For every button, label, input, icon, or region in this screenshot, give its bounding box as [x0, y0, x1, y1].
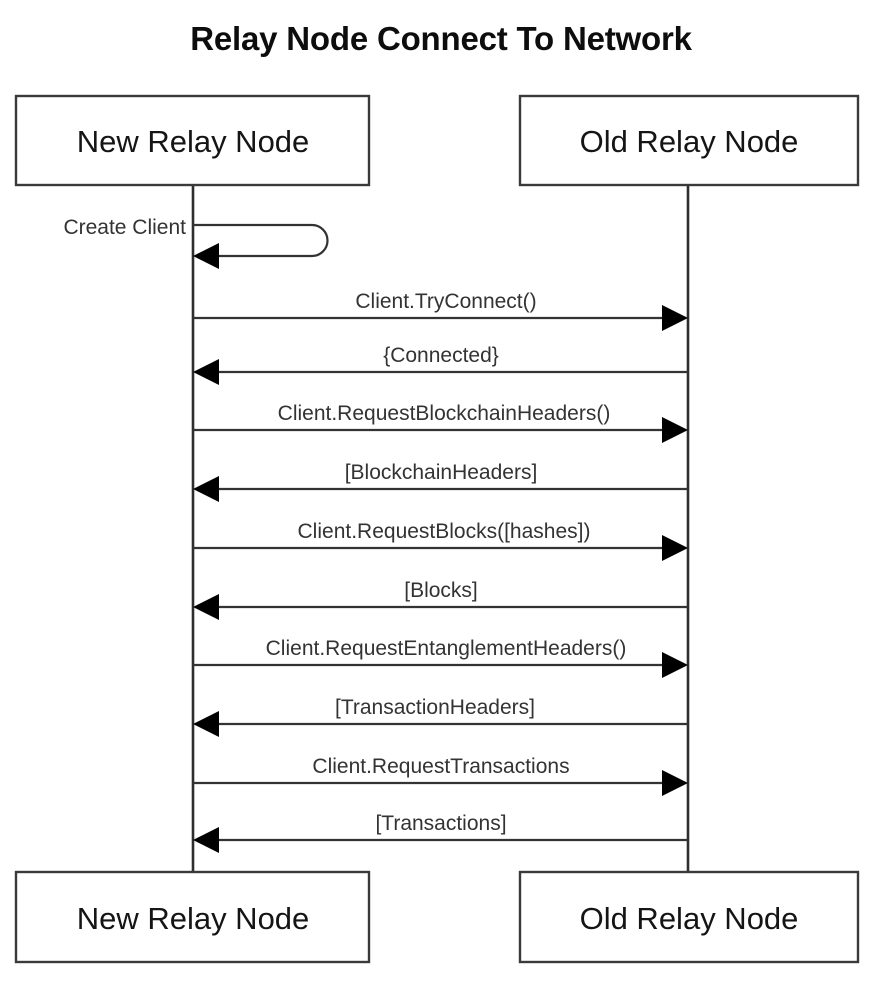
- message-label-client-requestblockchainheaders: Client.RequestBlockchainHeaders(): [278, 402, 611, 425]
- message-client-requesttransactions[interactable]: Client.RequestTransactions: [193, 755, 688, 796]
- message-blocks[interactable]: [Blocks]: [193, 579, 688, 620]
- participant-label-top-old-relay-node: Old Relay Node: [580, 124, 799, 159]
- participant-box-top-old-relay-node[interactable]: [518, 94, 860, 187]
- message-label-client-requesttransactions: Client.RequestTransactions: [312, 755, 569, 778]
- message-label-blockchainheaders: [BlockchainHeaders]: [345, 461, 538, 484]
- message-arrowhead-client-requestentanglementheaders: [662, 652, 688, 678]
- participant-box-bottom-new-relay-node[interactable]: [14, 870, 371, 964]
- diagram-title: Relay Node Connect To Network: [190, 20, 692, 57]
- message-self-loop-path: [193, 223, 329, 258]
- message-arrowhead-connected: [193, 359, 219, 385]
- message-arrowhead-create-client: [193, 243, 219, 269]
- message-connected[interactable]: {Connected}: [193, 344, 688, 385]
- participant-label-bottom-old-relay-node: Old Relay Node: [580, 901, 799, 936]
- participant-footer-old-relay-node[interactable]: Old Relay Node: [518, 870, 860, 964]
- message-arrowhead-transactions: [193, 827, 219, 853]
- message-label-transactions: [Transactions]: [375, 812, 506, 835]
- participant-header-new-relay-node[interactable]: New Relay Node: [14, 94, 371, 187]
- message-blockchainheaders[interactable]: [BlockchainHeaders]: [193, 461, 688, 502]
- participant-header-old-relay-node[interactable]: Old Relay Node: [518, 94, 860, 187]
- message-client-requestentanglementheaders[interactable]: Client.RequestEntanglementHeaders(): [193, 637, 688, 678]
- participant-label-top-new-relay-node: New Relay Node: [77, 124, 310, 159]
- message-label-blocks: [Blocks]: [404, 579, 478, 602]
- participant-label-bottom-new-relay-node: New Relay Node: [77, 901, 310, 936]
- message-label-client-requestentanglementheaders: Client.RequestEntanglementHeaders(): [266, 637, 627, 660]
- message-arrowhead-client-tryconnect: [662, 305, 688, 331]
- message-arrowhead-client-requestblocks: [662, 535, 688, 561]
- message-self-create-client[interactable]: Create Client: [63, 216, 329, 269]
- message-transactionheaders[interactable]: [TransactionHeaders]: [193, 696, 688, 737]
- participant-footer-new-relay-node[interactable]: New Relay Node: [14, 870, 371, 964]
- message-client-requestblockchainheaders[interactable]: Client.RequestBlockchainHeaders(): [193, 402, 688, 443]
- lifelines: [191, 185, 690, 872]
- message-label-client-requestblocks: Client.RequestBlocks([hashes]): [298, 520, 591, 543]
- message-arrowhead-client-requestblockchainheaders: [662, 417, 688, 443]
- message-label-transactionheaders: [TransactionHeaders]: [335, 696, 535, 719]
- message-arrowhead-client-requesttransactions: [662, 770, 688, 796]
- participant-box-bottom-old-relay-node[interactable]: [518, 870, 860, 964]
- message-transactions[interactable]: [Transactions]: [193, 812, 688, 853]
- message-arrowhead-transactionheaders: [193, 711, 219, 737]
- message-label-connected: {Connected}: [383, 344, 499, 367]
- message-client-tryconnect[interactable]: Client.TryConnect(): [193, 290, 688, 331]
- participant-box-top-new-relay-node[interactable]: [14, 94, 371, 187]
- message-client-requestblocks[interactable]: Client.RequestBlocks([hashes]): [193, 520, 688, 561]
- message-label-create-client: Create Client: [63, 216, 186, 239]
- message-arrowhead-blocks: [193, 594, 219, 620]
- message-label-client-tryconnect: Client.TryConnect(): [355, 290, 536, 313]
- message-arrowhead-blockchainheaders: [193, 476, 219, 502]
